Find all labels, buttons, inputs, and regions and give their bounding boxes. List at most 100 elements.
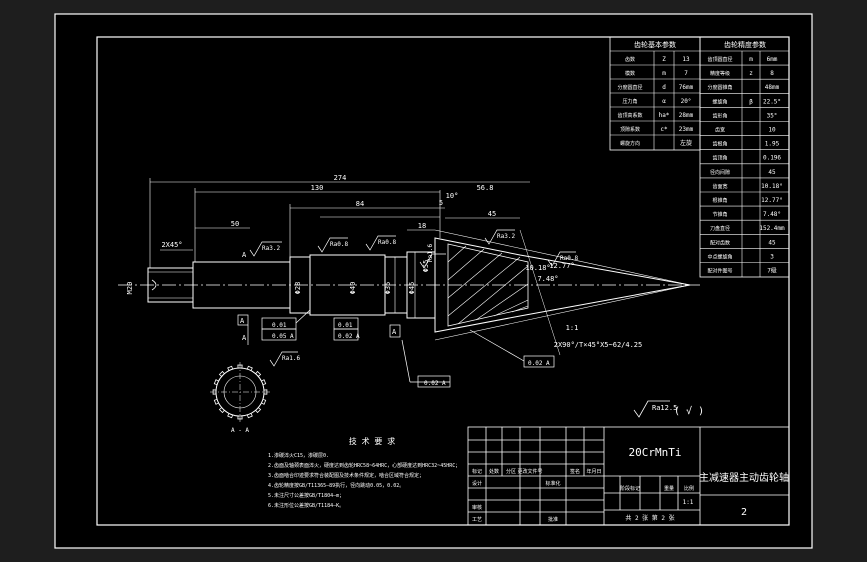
param-right-label: 螺旋角 — [712, 98, 727, 105]
svg-text:84: 84 — [356, 200, 364, 208]
tolerance-frames: 0.01 0.05 A 0.01 0.02 A 0.02 A 0.02 A A … — [237, 251, 555, 388]
tech-note: 1.渗碳淬火C15，渗碳层0. — [268, 452, 329, 459]
spline-tooth — [227, 365, 233, 371]
title-block-text: 20CrMnTi 主减速器主动齿轮轴 2 共 2 张 第 2 张 1:1 标记 … — [472, 446, 789, 523]
svg-text:5: 5 — [439, 199, 443, 207]
hatch — [447, 245, 529, 325]
svg-text:比例: 比例 — [684, 485, 694, 492]
svg-text:1:1: 1:1 — [566, 324, 579, 332]
datum-a-1: A — [240, 317, 245, 325]
svg-text:Φ28: Φ28 — [294, 282, 302, 295]
param-left-symbol: m — [662, 70, 666, 77]
svg-text:Φ40: Φ40 — [349, 282, 357, 295]
param-right-value: 48mm — [765, 84, 780, 91]
drawing-border — [96, 36, 790, 526]
svg-text:50: 50 — [231, 220, 239, 228]
spline-tooth — [255, 370, 262, 377]
roughness-3: Ra0.8 — [378, 239, 396, 246]
svg-text:重量: 重量 — [664, 485, 674, 492]
param-right-label: 中点螺旋角 — [707, 253, 732, 260]
spline-tooth — [218, 370, 225, 377]
param-right-symbol: m — [749, 56, 753, 63]
param-right-label: 齿形角 — [712, 112, 727, 119]
param-left-value: 76mm — [679, 84, 694, 91]
param-right-value: 35° — [767, 112, 778, 119]
spline-tooth — [247, 365, 253, 371]
param-left-label: 齿顶高系数 — [617, 112, 642, 119]
svg-text:更改文件号: 更改文件号 — [517, 468, 542, 475]
param-right-value: 7.48° — [763, 211, 781, 218]
roughness-6: Ra0.8 — [560, 255, 578, 262]
datum-a-4: A — [242, 334, 247, 342]
shaft-drawing — [118, 229, 700, 356]
svg-text:Ra12.5: Ra12.5 — [652, 404, 677, 412]
param-right-value: 1.95 — [765, 141, 780, 148]
svg-text:分区: 分区 — [506, 468, 516, 475]
param-left-symbol: d — [662, 84, 666, 91]
svg-text:56.8: 56.8 — [477, 184, 494, 192]
param-right-label: 精度等级 — [710, 70, 730, 77]
param-right-label: 配对齿数 — [710, 239, 730, 246]
param-left-value: 左旋 — [680, 139, 692, 147]
param-left-value: 7 — [684, 70, 688, 77]
param-right-value: 7级 — [767, 267, 777, 275]
sheet-number: 2 — [741, 507, 747, 518]
svg-text:10.18°: 10.18° — [525, 264, 550, 272]
svg-text:处数: 处数 — [489, 468, 499, 475]
param-right-value: 22.5° — [763, 98, 781, 105]
param-right-value: 3 — [770, 253, 774, 260]
datum-a-2: A — [392, 328, 397, 336]
svg-text:( √ ): ( √ ) — [674, 405, 704, 417]
technical-requirements: 技 术 要 求 1.渗碳淬火C15，渗碳层0.2.齿面及轴颈表面淬火，硬度达到齿… — [268, 436, 460, 509]
param-right-value: 8 — [770, 70, 774, 77]
svg-text:0.02 A: 0.02 A — [528, 360, 550, 367]
param-table-right-title: 齿轮精度参数 — [724, 40, 766, 49]
spline-tooth — [213, 379, 219, 385]
sheet-note: 共 2 张 第 2 张 — [625, 514, 674, 522]
param-right-label: 刀盘直径 — [710, 225, 730, 232]
spline-tooth — [255, 407, 262, 414]
param-left-symbol: α — [662, 98, 666, 105]
tech-note: 2.齿面及轴颈表面淬火，硬度达到齿轮HRC58~64HRC，心部硬度达到HRC3… — [268, 462, 460, 469]
param-right-value: 152.4mm — [759, 225, 785, 232]
roughness-4: Ra3.2 — [497, 233, 515, 240]
svg-text:审核: 审核 — [472, 504, 482, 511]
param-left-symbol: c* — [660, 126, 668, 133]
svg-text:0.02 A: 0.02 A — [424, 380, 446, 387]
roughness-5: Ra1.6 — [427, 244, 434, 262]
param-right-label: 节锥角 — [712, 211, 727, 218]
spline-tooth — [227, 413, 233, 419]
param-right-symbol: β — [749, 98, 753, 105]
svg-text:2X90°/T×45°X5~62/4.25: 2X90°/T×45°X5~62/4.25 — [554, 341, 643, 349]
svg-text:18: 18 — [418, 222, 426, 230]
param-right-value: 0.196 — [763, 155, 781, 162]
param-right-value: 45 — [768, 239, 776, 246]
svg-text:工艺: 工艺 — [472, 517, 482, 523]
param-right-label: 分度圆锥角 — [707, 84, 732, 91]
param-left-value: 20° — [681, 98, 692, 105]
param-right-label: 齿根角 — [712, 141, 727, 148]
svg-text:年月日: 年月日 — [586, 468, 601, 475]
param-right-symbol: z — [749, 70, 753, 77]
param-left-label: 齿数 — [625, 56, 635, 63]
svg-text:M20: M20 — [126, 282, 134, 295]
svg-text:阶段标记: 阶段标记 — [620, 485, 640, 492]
param-left-label: 分度圆直径 — [617, 84, 642, 91]
spline-tooth — [261, 379, 267, 385]
param-right-label: 配对件图号 — [707, 268, 732, 275]
dimension-text: 274 130 84 56.8 50 45 18 5 10° 2X45° M20… — [126, 174, 642, 349]
svg-text:Φ45: Φ45 — [408, 282, 416, 295]
dimensions — [149, 178, 530, 268]
param-left-value: 23mm — [679, 126, 694, 133]
tech-note: 3.齿面啮合印迹要求符合装配图及技术条件规定，啮合区域符合规定； — [268, 472, 424, 479]
title-block — [467, 426, 790, 526]
svg-text:标记: 标记 — [472, 468, 482, 475]
param-left-symbol: Z — [662, 56, 666, 63]
param-right-label: 径向间隙 — [710, 169, 730, 176]
param-left-label: 模数 — [625, 70, 635, 77]
param-left-symbol: ha* — [659, 112, 670, 119]
material: 20CrMnTi — [629, 446, 682, 459]
spline-tooth — [213, 399, 219, 405]
scale: 1:1 — [683, 499, 694, 506]
